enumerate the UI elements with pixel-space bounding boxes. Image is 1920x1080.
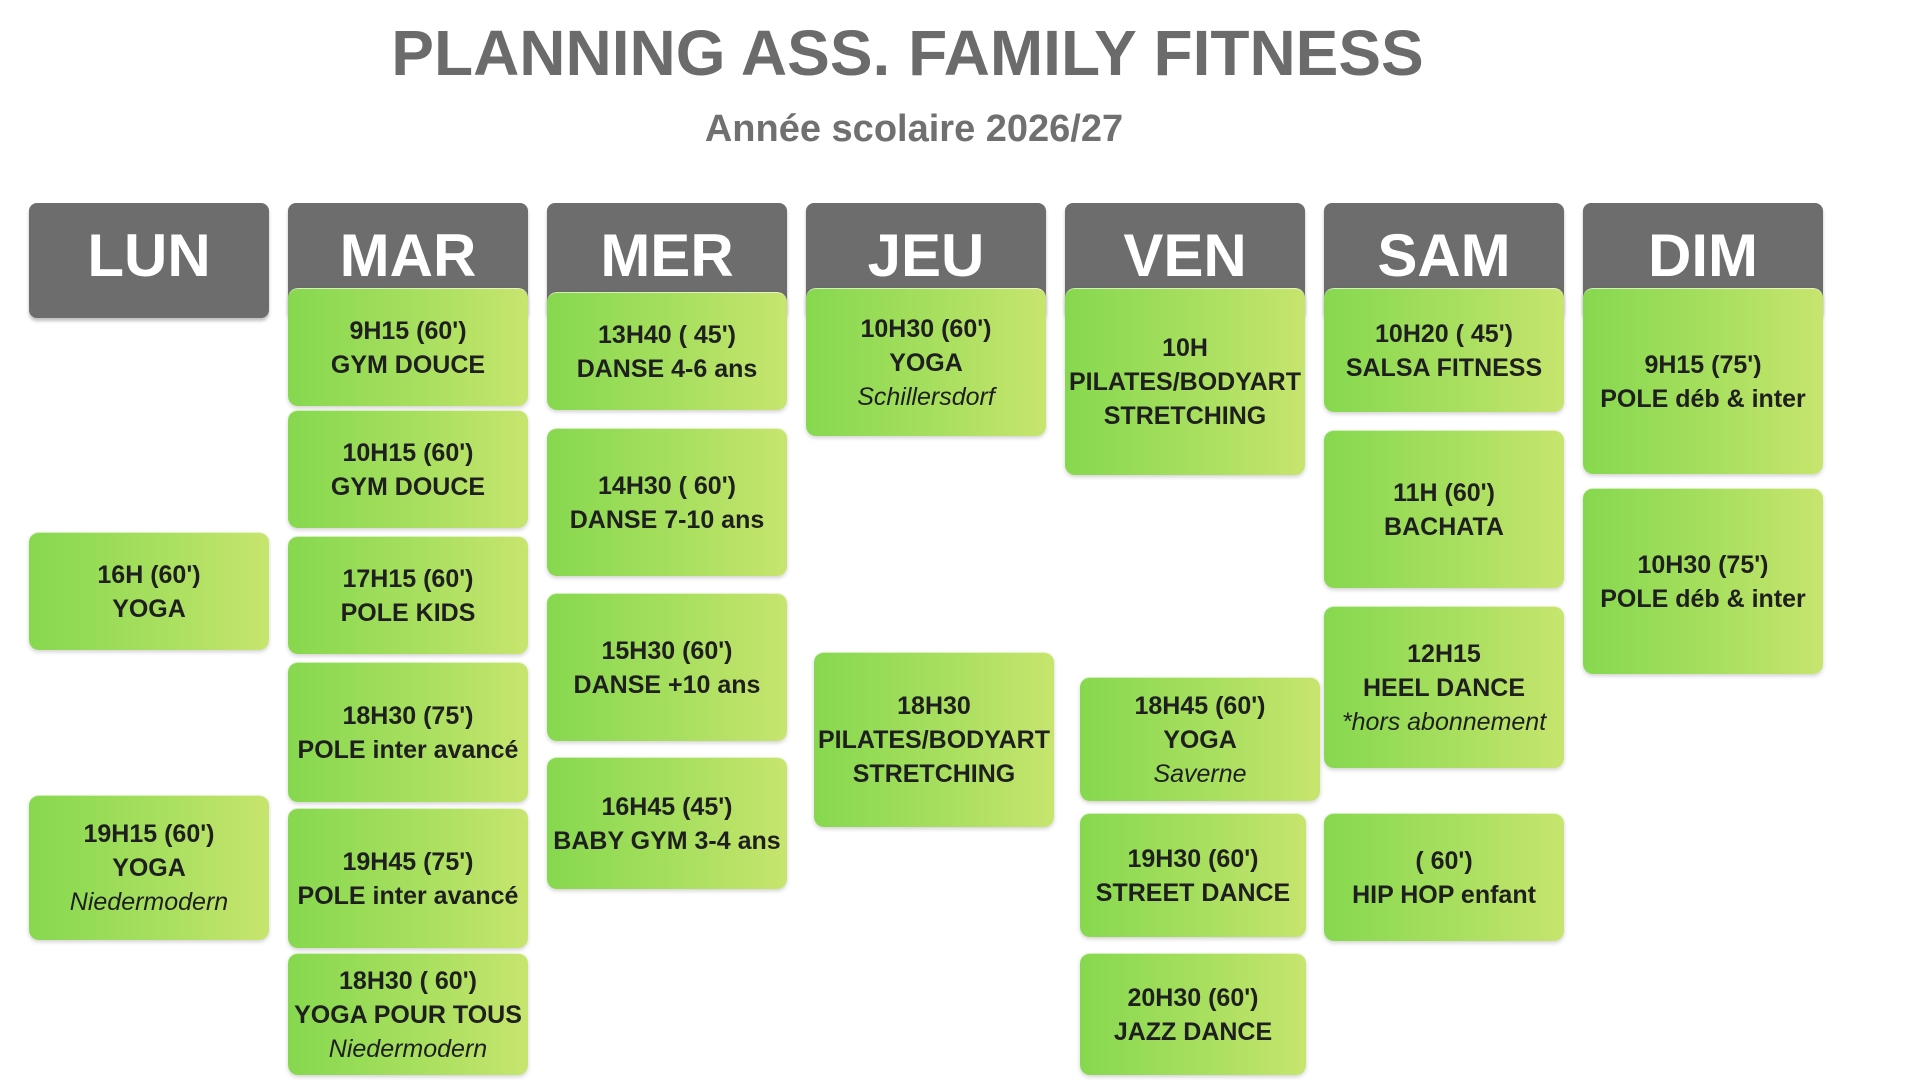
class-card-lun-yoga[interactable]: 16H (60') YOGA: [29, 532, 269, 650]
class-time: 16H45 (45'): [601, 792, 733, 821]
class-card-mar-pole-kids[interactable]: 17H15 (60') POLE KIDS: [288, 536, 528, 654]
class-name: POLE déb & inter: [1600, 384, 1806, 413]
class-card-sam-heel-dance[interactable]: 12H15 HEEL DANCE *hors abonnement: [1324, 606, 1564, 768]
class-card-mar-pole-inter-2[interactable]: 19H45 (75') POLE inter avancé: [288, 808, 528, 948]
class-time: 10H15 (60'): [342, 438, 474, 467]
class-card-ven-jazz-dance[interactable]: 20H30 (60') JAZZ DANCE: [1080, 953, 1306, 1075]
class-location: Niedermodern: [328, 1034, 488, 1063]
class-name: YOGA: [112, 854, 186, 882]
class-card-lun-yoga-niedermodern[interactable]: 19H15 (60') YOGA Niedermodern: [29, 795, 269, 940]
class-name: GYM DOUCE: [330, 350, 486, 379]
class-card-sam-salsa-fitness[interactable]: 10H20 ( 45') SALSA FITNESS: [1324, 288, 1564, 412]
class-card-mer-danse-7-10[interactable]: 14H30 ( 60') DANSE 7-10 ans: [547, 428, 787, 576]
class-time: 10H30 (60'): [860, 314, 992, 343]
class-time: 18H30 (75'): [342, 701, 474, 730]
class-time: 13H40 ( 45'): [598, 320, 736, 349]
class-time: 14H30 ( 60'): [598, 471, 736, 500]
class-time: ( 60'): [1415, 846, 1473, 875]
class-time: 19H15 (60'): [83, 820, 215, 848]
class-card-ven-street-dance[interactable]: 19H30 (60') STREET DANCE: [1080, 813, 1306, 937]
class-location: Niedermodern: [69, 888, 229, 916]
class-name: DANSE 7-10 ans: [569, 505, 765, 534]
class-name: SALSA FITNESS: [1345, 353, 1543, 382]
class-time: 9H15 (60'): [349, 316, 467, 345]
class-card-jeu-yoga-schillersdorf[interactable]: 10H30 (60') YOGA Schillersdorf: [806, 288, 1046, 436]
class-extra: STRETCHING: [852, 760, 1016, 788]
class-time: 10H30 (75'): [1637, 550, 1769, 579]
class-name: POLE KIDS: [340, 598, 476, 627]
class-time: 16H (60'): [97, 560, 201, 589]
class-card-mer-danse-10-plus[interactable]: 15H30 (60') DANSE +10 ans: [547, 593, 787, 741]
class-card-mar-gym-douce-2[interactable]: 10H15 (60') GYM DOUCE: [288, 410, 528, 528]
class-name: BACHATA: [1384, 512, 1504, 541]
class-name: YOGA: [112, 594, 186, 623]
class-location: Saverne: [1153, 759, 1247, 788]
class-name: HEEL DANCE: [1362, 673, 1526, 702]
class-time: 18H30 ( 60'): [339, 966, 477, 995]
class-name: PILATES/BODYART: [1069, 368, 1301, 396]
class-name: GYM DOUCE: [330, 472, 486, 501]
class-name: POLE inter avancé: [297, 881, 519, 910]
class-name: JAZZ DANCE: [1113, 1017, 1273, 1046]
class-card-sam-hip-hop[interactable]: ( 60') HIP HOP enfant: [1324, 813, 1564, 941]
class-name: BABY GYM 3-4 ans: [553, 826, 781, 855]
class-time: 17H15 (60'): [342, 564, 474, 593]
class-name: PILATES/BODYART: [818, 726, 1050, 754]
class-time: 11H (60'): [1393, 478, 1495, 507]
class-card-mer-baby-gym[interactable]: 16H45 (45') BABY GYM 3-4 ans: [547, 757, 787, 889]
class-card-mer-danse-4-6[interactable]: 13H40 ( 45') DANSE 4-6 ans: [547, 292, 787, 410]
class-time: 20H30 (60'): [1127, 983, 1259, 1012]
class-card-dim-pole-2[interactable]: 10H30 (75') POLE déb & inter: [1583, 488, 1823, 674]
class-name: STREET DANCE: [1095, 878, 1291, 907]
class-name: YOGA: [889, 348, 963, 377]
class-time: 9H15 (75'): [1644, 350, 1762, 379]
class-name: POLE inter avancé: [297, 735, 519, 764]
page-title: PLANNING ASS. FAMILY FITNESS: [391, 17, 1424, 89]
class-card-mar-yoga-pour-tous[interactable]: 18H30 ( 60') YOGA POUR TOUS Niedermodern: [288, 953, 528, 1075]
class-location: Schillersdorf: [857, 382, 995, 411]
class-location: *hors abonnement: [1341, 707, 1547, 736]
class-card-mar-gym-douce-1[interactable]: 9H15 (60') GYM DOUCE: [288, 288, 528, 406]
class-name: YOGA POUR TOUS: [294, 1000, 522, 1029]
day-header-lun: LUN: [29, 203, 269, 318]
class-card-jeu-pilates[interactable]: 18H30 PILATES/BODYART STRETCHING: [814, 652, 1054, 827]
class-card-mar-pole-inter-1[interactable]: 18H30 (75') POLE inter avancé: [288, 662, 528, 802]
class-name: POLE déb & inter: [1600, 584, 1806, 613]
class-time: 12H15: [1407, 639, 1481, 668]
class-time: 15H30 (60'): [601, 636, 733, 665]
class-name: DANSE +10 ans: [573, 670, 761, 699]
class-card-sam-bachata[interactable]: 11H (60') BACHATA: [1324, 430, 1564, 588]
class-time: 10H20 ( 45'): [1375, 319, 1513, 348]
class-time: 18H45 (60'): [1134, 691, 1266, 720]
class-time: 19H30 (60'): [1127, 844, 1259, 873]
class-card-dim-pole-1[interactable]: 9H15 (75') POLE déb & inter: [1583, 288, 1823, 474]
class-extra: STRETCHING: [1103, 402, 1267, 430]
class-time: 18H30: [897, 692, 971, 720]
page-subtitle: Année scolaire 2026/27: [704, 108, 1124, 150]
class-card-ven-yoga-saverne[interactable]: 18H45 (60') YOGA Saverne: [1080, 677, 1320, 801]
class-name: YOGA: [1163, 725, 1237, 754]
class-name: HIP HOP enfant: [1352, 880, 1536, 909]
class-time: 10H: [1162, 334, 1208, 362]
class-card-ven-pilates[interactable]: 10H PILATES/BODYART STRETCHING: [1065, 288, 1305, 475]
class-time: 19H45 (75'): [342, 847, 474, 876]
class-name: DANSE 4-6 ans: [576, 354, 758, 383]
